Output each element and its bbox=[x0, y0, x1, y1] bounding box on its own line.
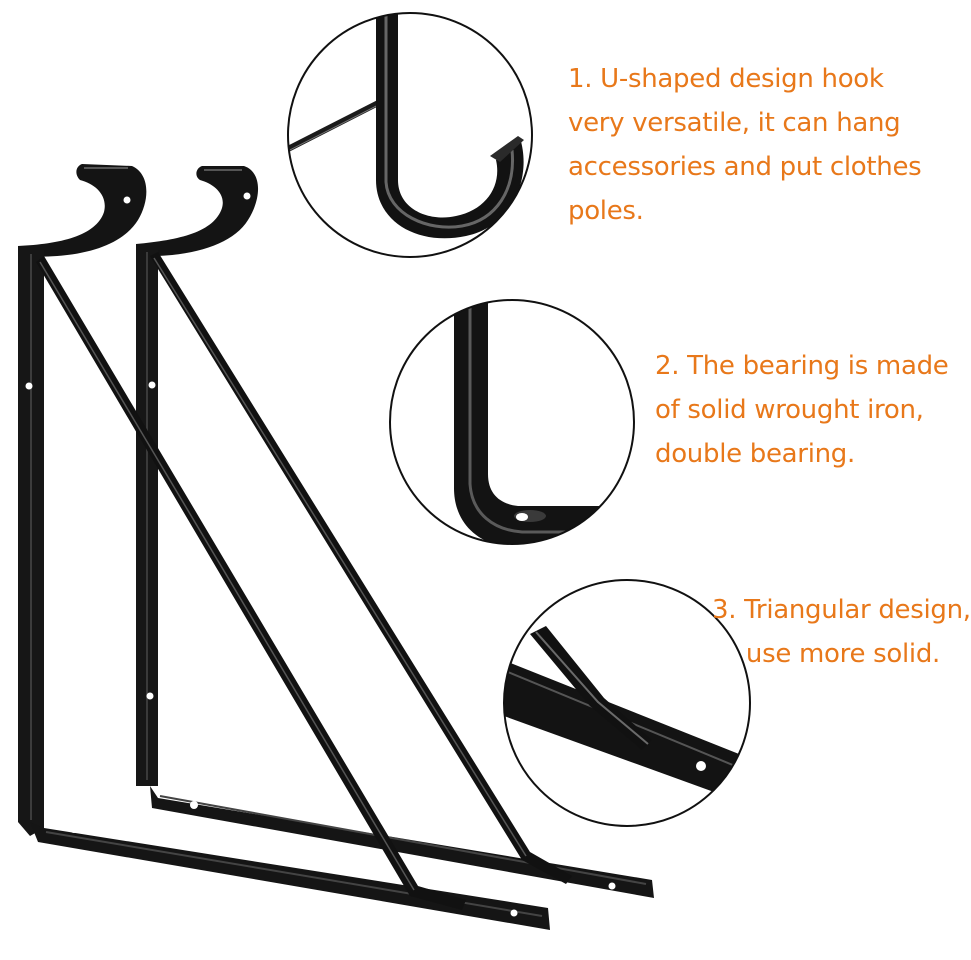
closeup-corner-icon bbox=[389, 299, 635, 545]
closeup-triangle-joint-icon bbox=[503, 579, 751, 827]
feature-1-line: 1. U-shaped design hook bbox=[568, 64, 884, 94]
feature-2-line: 2. The bearing is made bbox=[655, 351, 949, 381]
feature-2-line: double bearing. bbox=[655, 439, 855, 469]
feature-1-line: accessories and put clothes bbox=[568, 152, 922, 182]
feature-1-line: very versatile, it can hang bbox=[568, 108, 901, 138]
front-bracket bbox=[18, 164, 550, 930]
closeup-hook-icon bbox=[287, 12, 533, 258]
back-bracket bbox=[136, 166, 654, 898]
feature-hook-description: 1. U-shaped design hook very versatile, … bbox=[568, 57, 922, 233]
feature-2-line: of solid wrought iron, bbox=[655, 395, 924, 425]
feature-3-line: use more solid. bbox=[745, 639, 940, 669]
feature-triangle-description: 3. Triangular design, use more solid. bbox=[712, 588, 971, 676]
feature-1-line: poles. bbox=[568, 196, 644, 226]
feature-bearing-description: 2. The bearing is made of solid wrought … bbox=[655, 344, 949, 476]
feature-3-line: 3. Triangular design, bbox=[712, 595, 971, 625]
